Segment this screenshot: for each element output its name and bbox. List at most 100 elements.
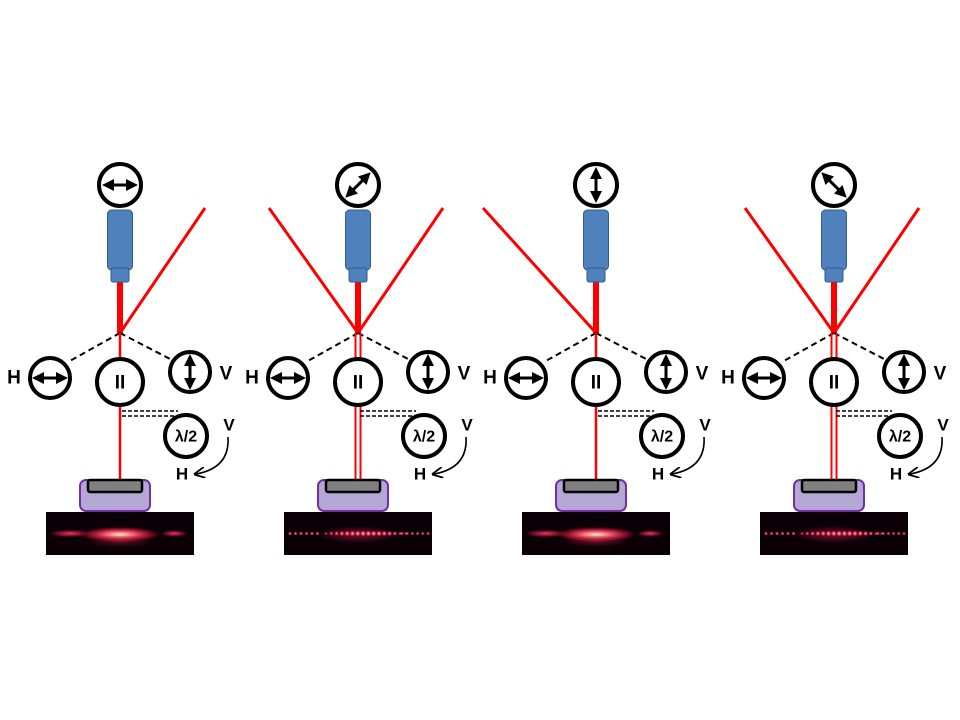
central-lobe-halo xyxy=(560,535,632,548)
antidiagonal-arrow-icon xyxy=(821,172,847,198)
label-waveplate: λ/2 xyxy=(175,429,197,446)
dashed-link-v xyxy=(357,332,411,361)
label-parallel: II xyxy=(591,373,602,394)
parallel-element[interactable] xyxy=(571,357,621,407)
dashed-link-h xyxy=(305,332,359,363)
fringe-dot-left xyxy=(287,531,293,536)
fringe-dot-left xyxy=(785,531,791,536)
label-parallel: II xyxy=(115,373,126,394)
dashed-link-v xyxy=(595,332,649,361)
sample xyxy=(800,478,858,494)
rotation-arrow-icon xyxy=(434,436,467,474)
fringe-dot-right xyxy=(891,531,896,536)
label-rotate-to: H xyxy=(890,465,902,484)
fringe-dot-right xyxy=(881,531,886,536)
camera-lens xyxy=(348,267,368,283)
fringe-dot-center xyxy=(835,529,843,538)
fringe-dot-left xyxy=(774,531,780,536)
fringe-dot-right xyxy=(399,531,405,536)
fringe-dot-center xyxy=(851,530,859,537)
fringe-dot-center xyxy=(354,529,362,538)
dashed-link-h xyxy=(543,332,597,363)
half-wave-plate[interactable] xyxy=(401,413,447,459)
fringe-dot-center xyxy=(375,530,383,537)
fringe-dot-center xyxy=(862,530,869,537)
label-rotate-from: V xyxy=(699,416,711,435)
diagonal-arrow-icon xyxy=(345,172,371,198)
fringe-dot-right xyxy=(415,531,420,536)
label-v: V xyxy=(458,364,471,385)
fringe-dot-center xyxy=(825,530,832,537)
camera-body xyxy=(345,209,371,271)
label-rotate-to: H xyxy=(652,465,664,484)
camera-body xyxy=(821,209,847,271)
fringe-dot-left xyxy=(309,531,315,536)
fringe-dot-center xyxy=(868,530,874,537)
label-h: H xyxy=(721,368,735,389)
fringe-dot-center xyxy=(804,531,810,536)
label-rotate-to: H xyxy=(414,465,426,484)
reflected-beam-left xyxy=(267,207,360,334)
fringe-dot-right xyxy=(896,531,901,536)
fringe-dot-center xyxy=(386,530,393,537)
half-wave-plate[interactable] xyxy=(639,413,685,459)
label-v: V xyxy=(696,364,709,385)
fringe-dot-left xyxy=(315,531,320,536)
label-waveplate: λ/2 xyxy=(889,429,911,446)
half-wave-plate[interactable] xyxy=(163,413,209,459)
reflected-beam-right xyxy=(118,207,207,334)
fringe-dot-center xyxy=(333,530,340,537)
parallel-element[interactable] xyxy=(809,357,859,407)
arrow-shaft xyxy=(345,172,371,198)
fringe-dot-center xyxy=(800,531,804,536)
rotation-arrow-icon xyxy=(196,436,229,474)
fringe-dot-center xyxy=(830,529,838,538)
fringe-dot-center xyxy=(381,530,388,537)
side-lobe-right xyxy=(636,530,664,537)
label-h: H xyxy=(245,368,259,389)
label-rotate-from: V xyxy=(937,416,949,435)
fringe-dot-left xyxy=(298,531,304,536)
camera-lens xyxy=(824,267,844,283)
reflected-beam-left xyxy=(481,206,598,335)
fringe-dot-right xyxy=(901,531,907,536)
label-parallel: II xyxy=(353,373,364,394)
fringe-dot-left xyxy=(293,531,298,536)
fringe-dot-center xyxy=(349,530,356,537)
fringe-dot-center xyxy=(359,529,367,538)
sample xyxy=(86,478,144,494)
half-wave-plate[interactable] xyxy=(877,413,923,459)
fringe-dot-center xyxy=(343,530,351,537)
dashed-link-v xyxy=(833,332,887,361)
reflected-beam-left xyxy=(743,207,836,334)
label-rotate-from: V xyxy=(223,416,235,435)
label-waveplate: λ/2 xyxy=(651,429,673,446)
fringe-dot-center xyxy=(819,530,827,537)
fringe-dot-left xyxy=(304,531,309,536)
fringe-dot-right xyxy=(875,531,881,536)
fringe-dot-right xyxy=(420,531,425,536)
fringe-dot-right xyxy=(405,531,410,536)
camera-body xyxy=(107,209,133,271)
fringe-dot-center xyxy=(846,529,854,538)
rotation-arrow-icon xyxy=(672,436,705,474)
fringe-dot-center xyxy=(857,530,864,537)
fringe-dot-center xyxy=(324,531,328,536)
label-waveplate: λ/2 xyxy=(413,429,435,446)
label-rotate-from: V xyxy=(461,416,473,435)
parallel-element[interactable] xyxy=(95,357,145,407)
fringe-dot-center xyxy=(392,530,398,537)
dashed-link-h xyxy=(781,332,835,363)
fringe-dot-center xyxy=(840,529,848,538)
parallel-element[interactable] xyxy=(333,357,383,407)
fringe-dot-center xyxy=(370,529,378,538)
label-v: V xyxy=(220,364,233,385)
label-h: H xyxy=(7,368,21,389)
fringe-dot-left xyxy=(780,531,785,536)
rotation-arrow-icon xyxy=(910,436,943,474)
fringe-dot-right xyxy=(410,531,415,536)
fringe-dot-right xyxy=(425,531,431,536)
